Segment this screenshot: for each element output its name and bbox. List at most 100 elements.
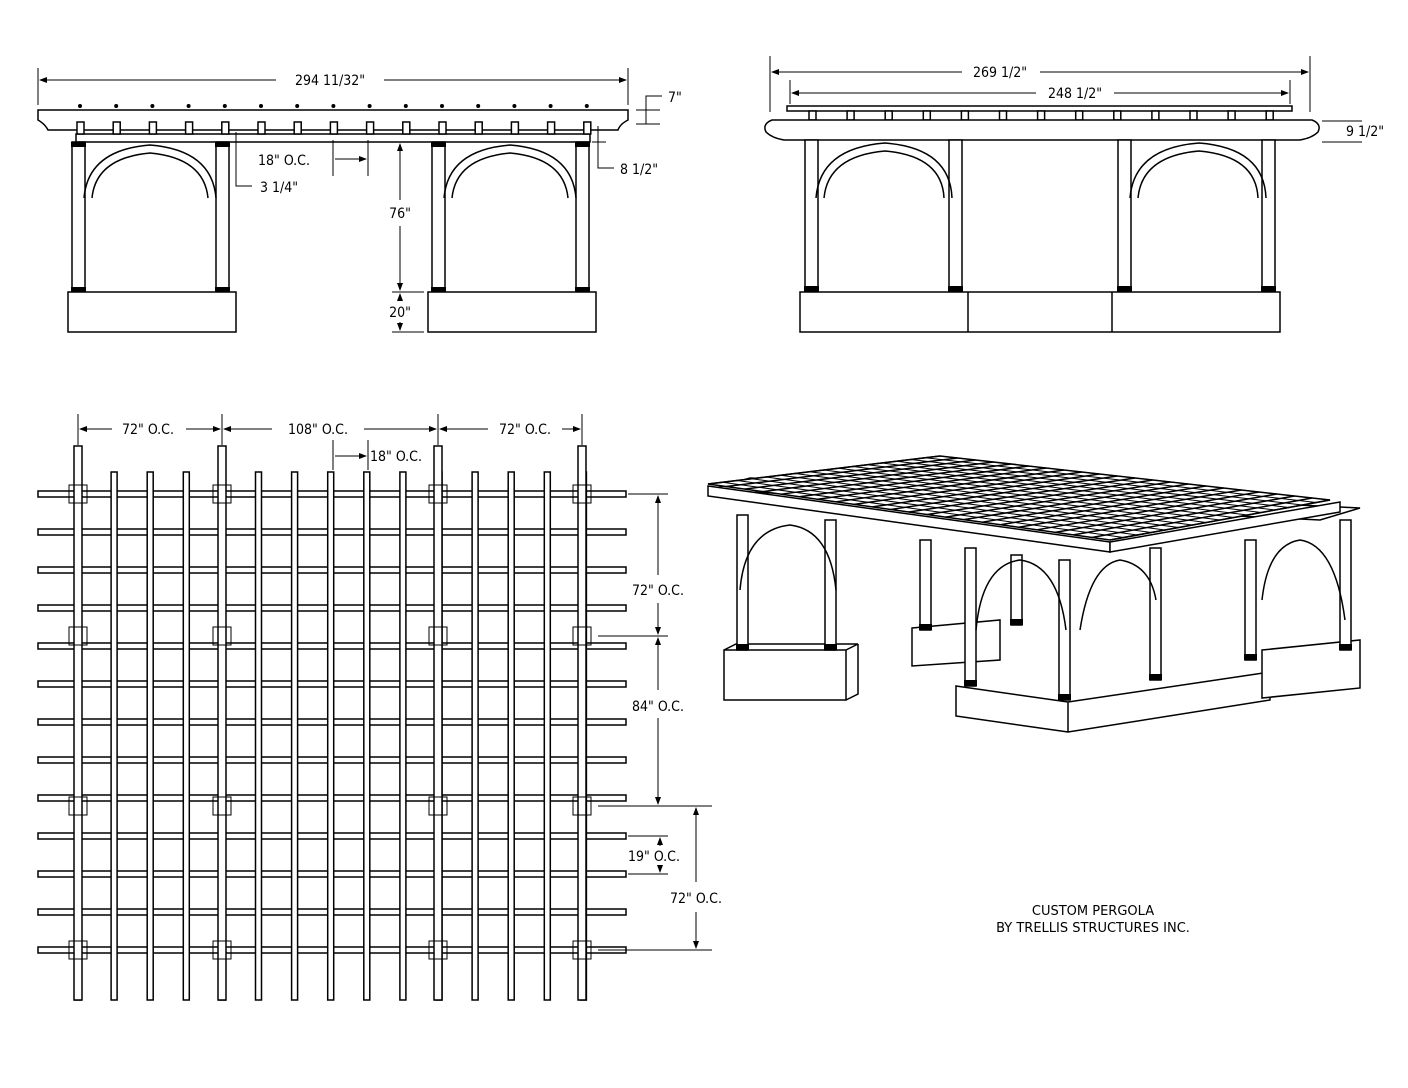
purlin-block: [329, 121, 339, 135]
iso-footing-front: [955, 671, 1271, 733]
iso-purlin: [925, 457, 1317, 503]
iso-purlin: [722, 481, 1124, 538]
iso-purlin: [736, 480, 1138, 536]
iso-purlin: [939, 455, 1331, 501]
rafter-end: [331, 104, 336, 108]
rafter-end: [403, 104, 408, 108]
post-outline: [428, 940, 448, 960]
side-footing: [799, 291, 1281, 333]
iso-post: [1058, 559, 1071, 701]
rafter-end: [548, 104, 553, 108]
iso-post: [1010, 554, 1023, 626]
dim-side-overall-length: 269 1/2": [973, 65, 1027, 81]
iso-post: [1149, 547, 1162, 681]
post-cap: [431, 142, 446, 147]
isometric-view: [707, 455, 1361, 733]
post-base: [1261, 286, 1276, 292]
rafter: [471, 471, 479, 1001]
rafter-end: [295, 104, 300, 108]
post-cap: [575, 142, 590, 147]
purlin-block: [257, 121, 266, 135]
purlin-block: [474, 121, 483, 135]
purlin-block: [438, 121, 447, 135]
iso-post: [919, 539, 932, 631]
purlin-block: [293, 121, 302, 135]
post: [804, 139, 819, 293]
post-base: [71, 287, 86, 292]
dim-plan-row-top: 72" O.C.: [632, 583, 684, 599]
iso-purlin: [809, 471, 1207, 523]
rafter-end: [222, 104, 227, 108]
dim-overall-length: 294 11/32": [295, 73, 365, 89]
purlin-block: [76, 121, 85, 135]
caption-title: CUSTOM PERGOLA: [1032, 904, 1154, 919]
caption-company: BY TRELLIS STRUCTURES INC.: [996, 921, 1190, 936]
side-posts: [804, 139, 1276, 293]
dim-plan-spacing-middle: 108" O.C.: [288, 422, 348, 438]
purlin-block: [112, 121, 121, 135]
rafter: [290, 471, 299, 1001]
iso-post: [1339, 519, 1352, 651]
iso-purlin: [852, 466, 1248, 516]
rafter: [363, 471, 371, 1001]
dim-beam-height: 8 1/2": [620, 162, 658, 178]
plan-view: 72" O.C. 108" O.C. 72" O.C. 18" O.C. 72"…: [37, 414, 722, 1001]
post: [431, 141, 446, 293]
iso-arch-front-mid: [1079, 559, 1157, 631]
post: [575, 141, 590, 293]
purlin-block: [583, 121, 592, 135]
purlin-block: [221, 121, 230, 135]
iso-purlin: [765, 476, 1166, 531]
iso-purlin: [751, 478, 1152, 533]
rafter-end: [150, 104, 155, 108]
post-outline: [212, 626, 232, 646]
rafter-block: [1189, 110, 1198, 121]
beam: [433, 445, 443, 1001]
rafter-end: [78, 104, 82, 108]
iso-side-beam: [1109, 501, 1341, 553]
iso-purlin: [838, 467, 1234, 518]
rafter-block: [1227, 110, 1236, 121]
iso-post-base: [736, 644, 749, 650]
post: [71, 141, 86, 293]
rafter-block: [846, 110, 855, 121]
rafter: [507, 471, 515, 1001]
plan-post-markers: [68, 484, 592, 960]
front-posts: [71, 141, 590, 293]
post-outline: [212, 796, 232, 816]
rafter-block: [1151, 110, 1160, 121]
plan-rafters: [74, 471, 588, 1001]
purlin-block: [148, 121, 158, 135]
iso-post: [1244, 539, 1257, 661]
post-outline: [68, 484, 88, 504]
iso-purlin: [794, 473, 1193, 526]
post-base: [1117, 286, 1132, 292]
rafter-block: [1113, 110, 1122, 121]
post: [215, 141, 230, 293]
rafter-block: [1074, 110, 1084, 121]
side-beam: [764, 119, 1320, 141]
rafter: [146, 471, 154, 1001]
rafter-end: [367, 104, 372, 108]
post-outline: [428, 484, 448, 504]
post-outline: [428, 796, 448, 816]
purlin-block: [510, 121, 520, 135]
side-arch-left: [815, 142, 953, 199]
beam: [217, 445, 227, 1001]
front-footing-right: [427, 291, 597, 333]
post-outline: [212, 940, 232, 960]
purlin-block: [546, 121, 556, 135]
rafter: [182, 471, 191, 1001]
iso-purlin: [707, 483, 1111, 541]
front-arch-left: [83, 144, 217, 199]
iso-post-base: [1339, 644, 1352, 650]
front-elevation: 294 11/32" 7" 8 1/2" 3 1/4" 18" O.C. 76"…: [37, 68, 682, 333]
post-base: [804, 286, 819, 292]
post-outline: [428, 626, 448, 646]
iso-purlin: [780, 474, 1179, 528]
iso-post-base: [919, 624, 932, 630]
rafter-block: [1036, 110, 1046, 121]
post-outline: [572, 626, 592, 646]
post-outline: [68, 796, 88, 816]
